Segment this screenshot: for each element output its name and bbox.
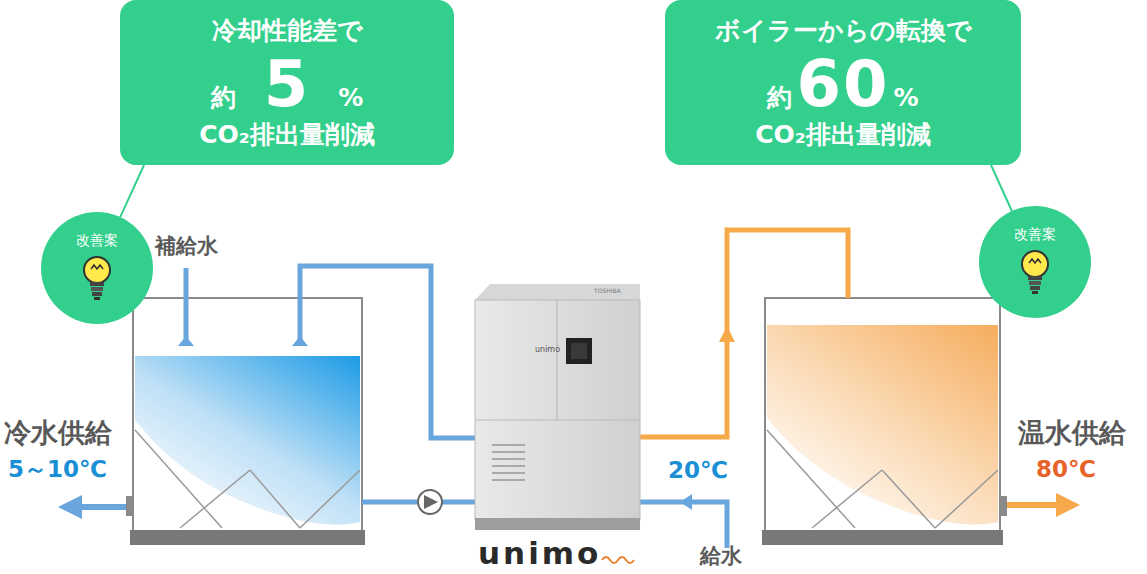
callout-number: 5 <box>264 52 311 116</box>
leader-line <box>120 165 144 217</box>
label-text: unimo <box>535 346 560 355</box>
lightbulb-icon <box>1015 248 1055 300</box>
callout-unit: % <box>894 85 919 110</box>
label-text: 補給水 <box>155 235 218 258</box>
label-text: TOSHIBA <box>594 288 621 295</box>
callout-figure: 約60% <box>767 52 918 116</box>
label-text: 20℃ <box>668 458 728 483</box>
cold-tank <box>126 298 365 545</box>
callout-unit: % <box>338 85 363 110</box>
logo-waves <box>602 557 634 563</box>
callout-box: 冷却性能差で約 5% CO₂排出量削減 <box>120 0 454 165</box>
callout-heading: 冷却性能差で <box>212 16 363 46</box>
callout-prefix: 約 <box>211 85 236 110</box>
idea-circle: 改善案 <box>41 212 153 324</box>
callout-figure: 約 5% <box>211 52 364 116</box>
callout-footer: CO₂排出量削減 <box>755 120 931 150</box>
callout-footer: CO₂排出量削減 <box>199 120 375 150</box>
leader-line <box>991 165 1012 211</box>
callout-number: 60 <box>796 52 889 116</box>
label-text: 温水供給 <box>1018 418 1126 448</box>
callout-box: ボイラーからの転換で約60% CO₂排出量削減 <box>665 0 1021 165</box>
label-text: 給水 <box>700 545 742 568</box>
idea-label: 改善案 <box>41 212 153 250</box>
callout-heading: ボイラーからの転換で <box>715 16 972 46</box>
cold-pipes <box>186 266 727 548</box>
lightbulb-icon <box>77 254 117 306</box>
idea-label: 改善案 <box>979 206 1091 244</box>
hot-supply-arrow <box>1007 493 1080 517</box>
hot-tank <box>762 298 1007 545</box>
heat-pump-unit <box>475 284 640 530</box>
label-text: 冷水供給 <box>4 418 112 448</box>
callout-prefix: 約 <box>767 85 792 110</box>
pump-symbol <box>418 490 442 514</box>
idea-circle: 改善案 <box>979 206 1091 318</box>
label-text: 80℃ <box>1036 457 1096 482</box>
label-text: 5～10℃ <box>8 457 107 482</box>
label-text: unimo <box>478 536 601 570</box>
cold-supply-arrow <box>58 495 126 519</box>
